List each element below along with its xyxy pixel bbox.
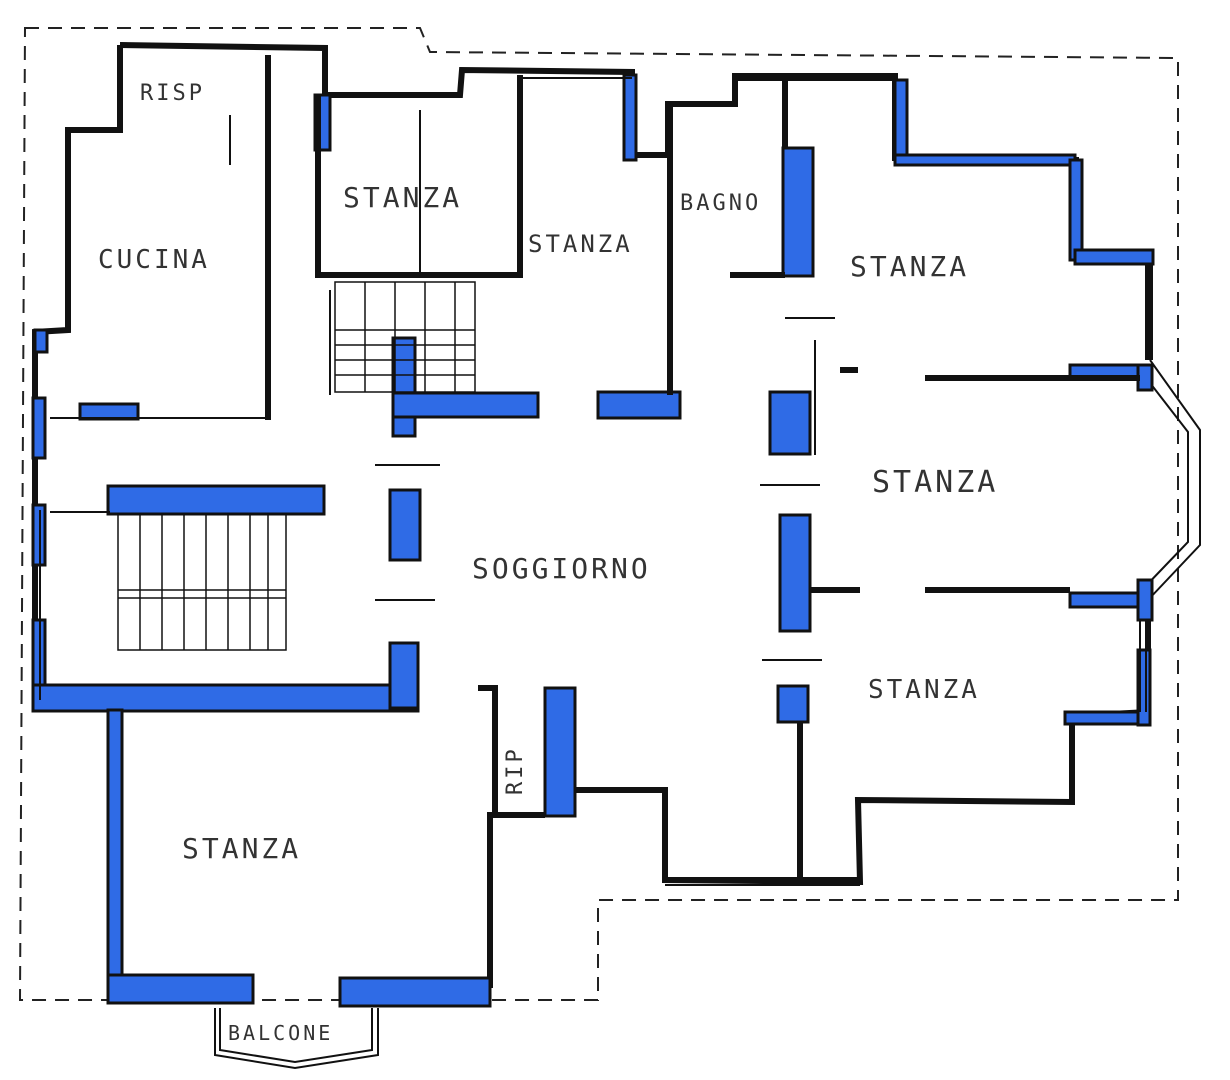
room-label-bagno: BAGNO <box>680 191 761 216</box>
room-label-stanza-top-right: STANZA <box>850 250 969 283</box>
room-label-cucina: CUCINA <box>98 245 210 275</box>
room-label-stanza-bottom-left: STANZA <box>182 832 301 865</box>
room-label-stanza-bottom-right: STANZA <box>868 675 980 705</box>
interior-partitions <box>39 55 1140 1070</box>
room-label-stanza-right: STANZA <box>872 465 998 500</box>
room-label-stanza-top-mid: STANZA <box>528 230 633 258</box>
property-boundary <box>18 27 1179 1001</box>
room-label-balcone: BALCONE <box>228 1021 333 1045</box>
room-label-stanza-top-left: STANZA <box>343 181 462 214</box>
windows <box>520 71 1153 886</box>
room-label-risp: RISP <box>140 81 205 106</box>
room-label-rip: RIP <box>503 746 528 795</box>
structural-walls <box>31 73 1155 1008</box>
staircase-upper <box>334 281 476 393</box>
room-label-soggiorno: SOGGIORNO <box>472 552 651 585</box>
staircase-lower <box>117 513 287 651</box>
